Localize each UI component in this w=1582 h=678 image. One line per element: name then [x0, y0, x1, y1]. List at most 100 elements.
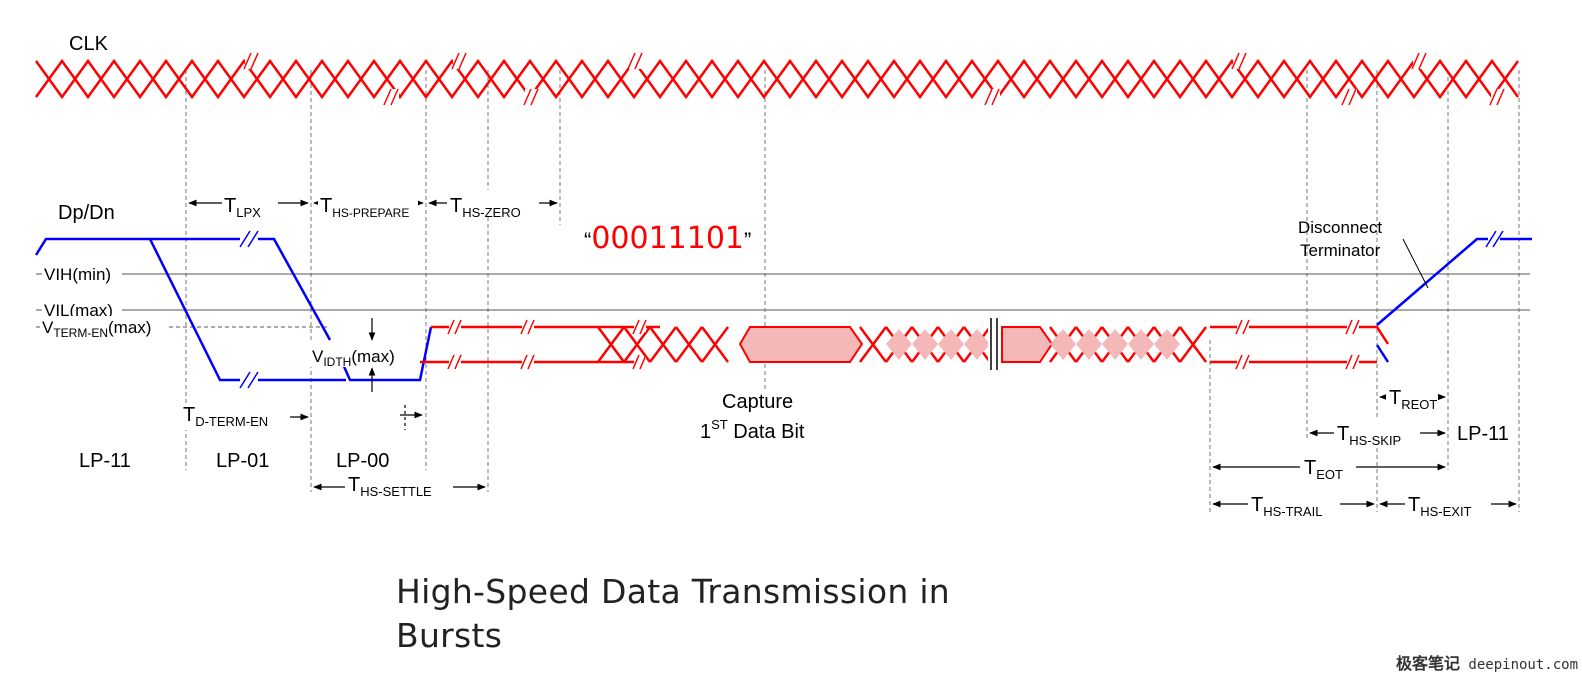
- clock-break-mark: [250, 52, 259, 70]
- capture-label: Capture: [722, 391, 793, 413]
- vidth-label: VIDTH(max): [312, 347, 395, 369]
- vil-label: VIL(max): [44, 301, 113, 320]
- td-term-en-label: TD-TERM-EN: [183, 404, 268, 429]
- hs-crossing-fill: [912, 329, 938, 360]
- hs-break-mark: [632, 354, 640, 370]
- level-lines: [36, 273, 1530, 328]
- hs-crossing: [674, 326, 704, 363]
- clock-break-mark: [1411, 52, 1420, 70]
- hs-break-mark: [1235, 354, 1243, 370]
- state-lp00: LP-00: [336, 450, 389, 472]
- state-lp11-start: LP-11: [79, 450, 131, 472]
- hs-crossing-fill: [1128, 329, 1154, 360]
- clock-break-mark: [523, 88, 532, 106]
- watermark: 极客笔记 deepinout.com: [1395, 654, 1578, 673]
- tlpx-label: TLPX: [224, 195, 261, 220]
- time-break-bars: [990, 318, 998, 370]
- clock-break-mark: [984, 88, 993, 106]
- state-lp11-end: LP-11: [1457, 423, 1509, 445]
- hs-crossing-fill: [1102, 329, 1128, 360]
- clock-waveform: [34, 52, 1520, 106]
- lp-break-marks: [239, 230, 1504, 389]
- reference-lines: [185, 70, 1520, 512]
- clock-break-mark: [530, 88, 539, 106]
- disconnect-label: Disconnect: [1298, 218, 1382, 237]
- clock-break-mark: [1348, 88, 1357, 106]
- hs-data-bit-fill: [1001, 326, 1054, 363]
- clock-break-mark: [1418, 52, 1427, 70]
- clock-break-mark: [390, 88, 399, 106]
- clock-trace-lower: [34, 76, 1520, 100]
- hs-center-gap: [988, 324, 1000, 365]
- hs-gap: [1237, 357, 1249, 367]
- ths-prepare-label: THS-PREPARE: [320, 195, 409, 220]
- dp-dn-label: Dp/Dn: [58, 202, 115, 224]
- hs-crossing: [700, 326, 730, 363]
- sync-sequence: “00011101”: [584, 221, 751, 256]
- clock-break-mark: [1238, 52, 1247, 70]
- vidth-arrows: [368, 318, 423, 430]
- state-labels: LP-11 LP-01 LP-00 LP-11: [79, 423, 1509, 472]
- diagram-caption: High-Speed Data Transmission in Bursts: [396, 572, 951, 655]
- clock-break-mark: [634, 52, 643, 70]
- level-labels: VIH(min) VIL(max) VTERM-EN(max) VIDTH(ma…: [40, 262, 408, 369]
- ths-skip-label: THS-SKIP: [1337, 423, 1401, 448]
- hs-data-bit-fill: [738, 326, 864, 363]
- hs-break-mark: [1242, 354, 1250, 370]
- hs-crossing-fill: [964, 329, 990, 360]
- clock-break-mark: [243, 52, 252, 70]
- hs-crossing-fill: [1076, 329, 1102, 360]
- hs-crossing-fill: [886, 329, 912, 360]
- hs-break-mark: [1352, 319, 1360, 335]
- hs-crossing-fill: [1154, 329, 1180, 360]
- hs-gap: [1237, 322, 1249, 332]
- hs-break-mark: [1352, 354, 1360, 370]
- state-lp01: LP-01: [216, 450, 269, 472]
- hs-crossing: [858, 326, 888, 363]
- hs-crossing-fill: [938, 329, 964, 360]
- hs-break-mark: [639, 319, 647, 335]
- hs-break-mark: [1345, 354, 1353, 370]
- vih-label: VIH(min): [44, 265, 111, 284]
- hs-crossing: [1178, 326, 1208, 363]
- lp-waveform: [34, 237, 1532, 382]
- clock-break-mark: [458, 52, 467, 70]
- clock-break-mark: [1231, 52, 1240, 70]
- hs-gap: [1347, 322, 1359, 332]
- hs-waveform: [420, 319, 1390, 370]
- disconnect-pointer: [1402, 238, 1429, 289]
- clock-break-mark: [991, 88, 1000, 106]
- hs-crossing: [596, 326, 626, 363]
- hs-gap: [522, 322, 534, 332]
- hs-break-mark: [1235, 319, 1243, 335]
- clock-break-mark: [383, 88, 392, 106]
- hs-crossing: [648, 326, 678, 363]
- ths-trail-label: THS-TRAIL: [1251, 494, 1322, 519]
- hs-crossing-fill: [1050, 329, 1076, 360]
- clock-break-mark: [627, 52, 636, 70]
- clock-break-mark: [1341, 88, 1350, 106]
- timing-labels: TLPX THS-PREPARE THS-ZERO TD-TERM-EN THS…: [183, 195, 1472, 519]
- clock-break-mark: [1496, 88, 1505, 106]
- vterm-label: VTERM-EN(max): [42, 318, 151, 340]
- hs-gap: [449, 357, 461, 367]
- hs-break-mark: [447, 319, 455, 335]
- hs-break-mark: [454, 354, 462, 370]
- clock-break-mark: [1489, 88, 1498, 106]
- hs-tail-upper: [1210, 325, 1390, 345]
- clk-label: CLK: [69, 33, 109, 55]
- hs-gap: [1347, 357, 1359, 367]
- ths-exit-label: THS-EXIT: [1408, 494, 1472, 519]
- hs-break-mark: [454, 319, 462, 335]
- clock-break-mark: [451, 52, 460, 70]
- hs-gap: [522, 357, 534, 367]
- label-backgrounds: [180, 190, 1491, 517]
- hs-break-mark: [632, 319, 640, 335]
- hs-break-mark: [639, 354, 647, 370]
- ths-zero-label: THS-ZERO: [450, 195, 521, 220]
- hs-gap: [634, 322, 646, 332]
- first-data-bit-label: 1ST Data Bit: [700, 417, 805, 443]
- hs-gap: [634, 357, 646, 367]
- hs-break-mark: [447, 354, 455, 370]
- treot-label: TREOT: [1389, 387, 1437, 412]
